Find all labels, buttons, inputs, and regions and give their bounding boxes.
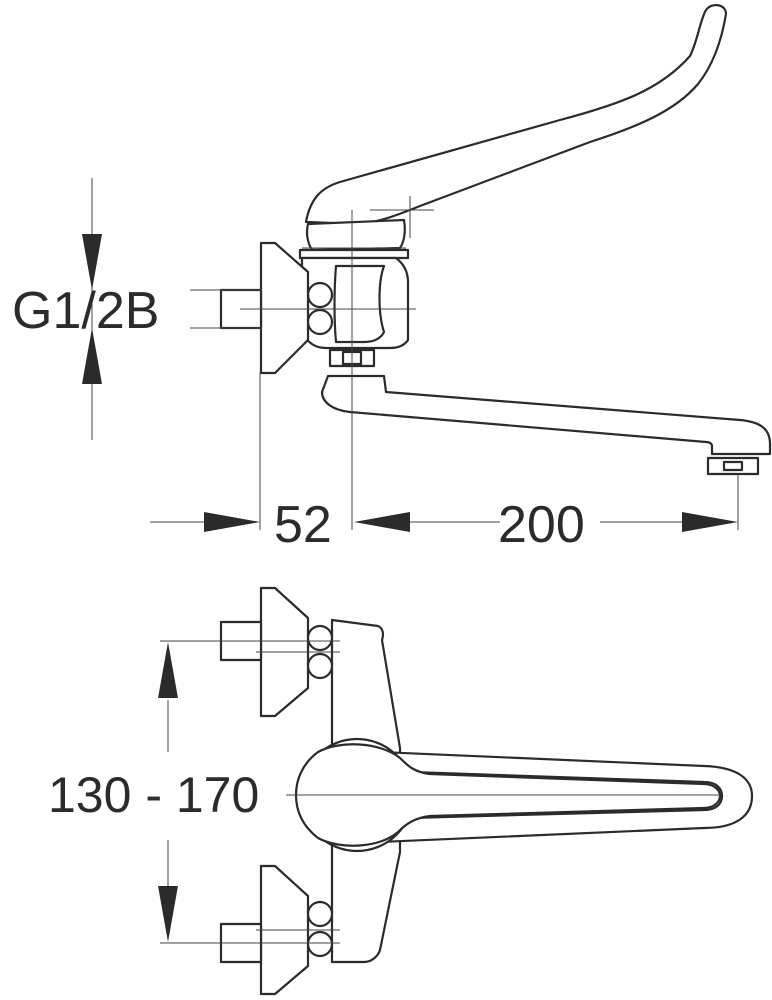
front-view: 130 - 170 bbox=[48, 586, 754, 996]
side-aerator bbox=[706, 456, 760, 476]
side-handle-neck bbox=[305, 218, 406, 252]
side-connector-lower bbox=[306, 308, 334, 336]
offset-arrow-right bbox=[354, 512, 410, 532]
side-wall-flange bbox=[259, 241, 310, 375]
center-distance-label: 130 - 170 bbox=[48, 767, 259, 823]
center-arrow-top bbox=[158, 642, 178, 698]
center-arrow-bottom bbox=[158, 886, 178, 942]
front-connector-upper-b bbox=[306, 652, 334, 680]
thread-arrow-top bbox=[82, 234, 102, 290]
side-spout bbox=[320, 374, 772, 456]
front-connector-lower-b bbox=[306, 930, 334, 958]
front-connector-lower-a bbox=[306, 900, 334, 928]
reach-arrow-right bbox=[682, 512, 738, 532]
side-connector-upper bbox=[306, 281, 334, 309]
front-connector-upper-a bbox=[306, 624, 334, 652]
side-view: G1/2B 52 200 bbox=[12, 4, 772, 554]
side-top-cap bbox=[298, 248, 410, 260]
side-lever-handle bbox=[304, 4, 728, 226]
spout-reach-label: 200 bbox=[498, 496, 585, 554]
thread-arrow-bottom bbox=[82, 328, 102, 384]
wall-offset-label: 52 bbox=[274, 496, 332, 554]
thread-size-label: G1/2B bbox=[12, 282, 159, 340]
offset-arrow-left bbox=[204, 512, 260, 532]
